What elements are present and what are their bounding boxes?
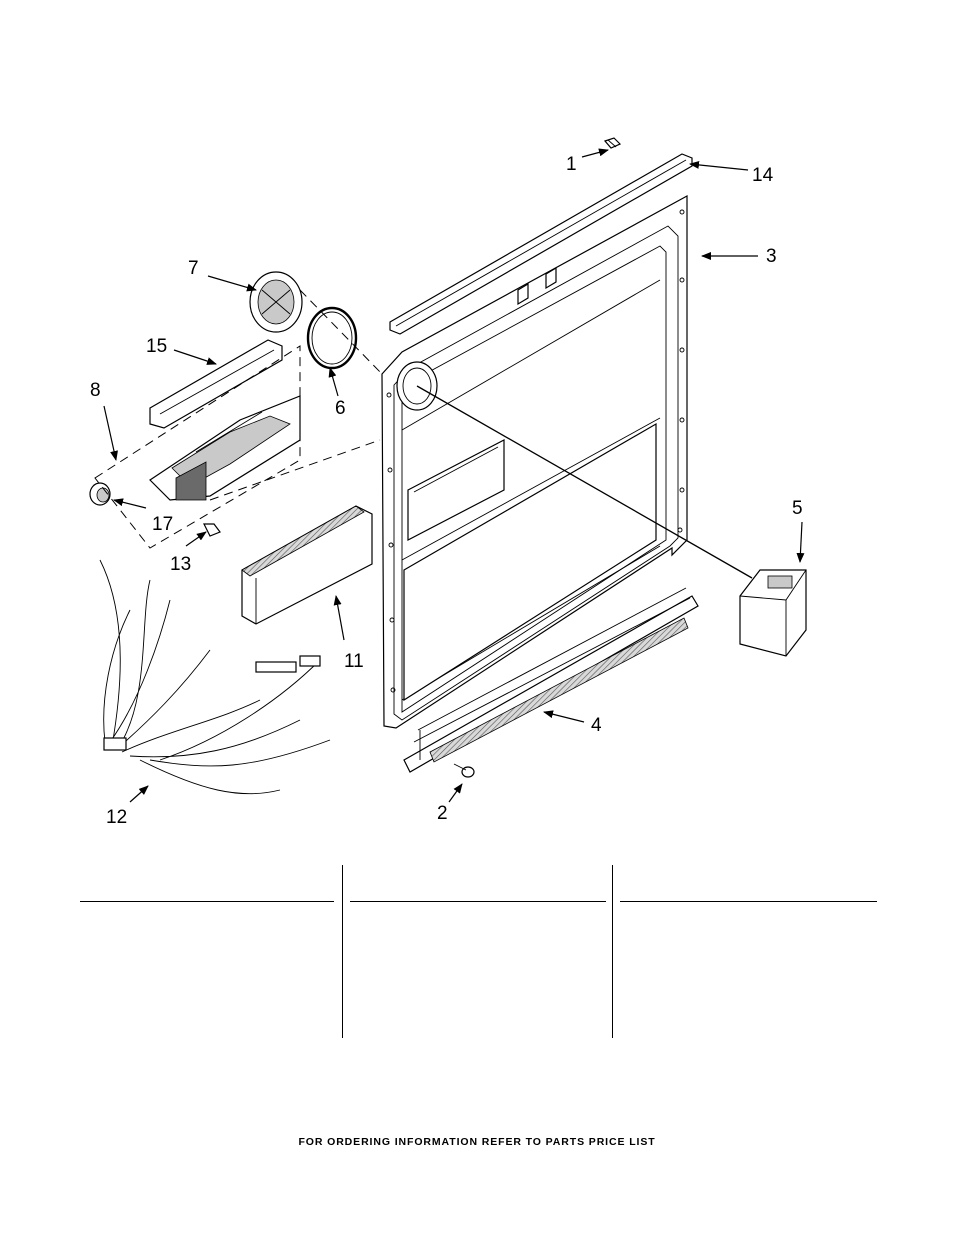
assembly-guide-lines <box>94 289 753 579</box>
callout-12: 12 <box>106 807 127 828</box>
bottom-door-trim <box>403 587 699 773</box>
hinge-bracket <box>739 569 807 657</box>
screw-module <box>203 523 221 537</box>
callout-11: 11 <box>344 651 364 672</box>
callout-5: 5 <box>792 498 803 519</box>
column-3-rule <box>620 901 877 902</box>
parts-table-grid <box>80 865 877 1040</box>
callout-4: 4 <box>591 715 602 736</box>
column-2-rule <box>350 901 606 902</box>
column-divider-2 <box>612 865 613 1038</box>
vent-cap <box>249 271 303 333</box>
callout-1: 1 <box>566 154 577 175</box>
callout-14: 14 <box>752 165 774 186</box>
exploded-parts-diagram: 1 14 3 7 15 8 6 5 17 13 11 4 2 12 <box>89 137 807 828</box>
callout-3: 3 <box>766 246 777 267</box>
callout-6: 6 <box>335 398 346 419</box>
callout-15: 15 <box>146 336 167 357</box>
callout-17: 17 <box>152 514 173 535</box>
vent-gasket <box>306 306 358 370</box>
control-panel-cover <box>149 339 283 429</box>
callout-13: 13 <box>170 554 191 575</box>
column-1-rule <box>80 901 334 902</box>
ordering-info-footer: FOR ORDERING INFORMATION REFER TO PARTS … <box>298 1136 656 1148</box>
callout-8: 8 <box>90 380 101 401</box>
insulation-pad <box>241 505 373 625</box>
callout-leaders <box>103 148 805 803</box>
callout-7: 7 <box>188 258 199 279</box>
screw-bottom <box>453 763 475 778</box>
column-divider-1 <box>342 865 343 1038</box>
screw-top <box>603 137 622 149</box>
callout-2: 2 <box>437 803 448 824</box>
wiring-harness <box>99 559 331 795</box>
